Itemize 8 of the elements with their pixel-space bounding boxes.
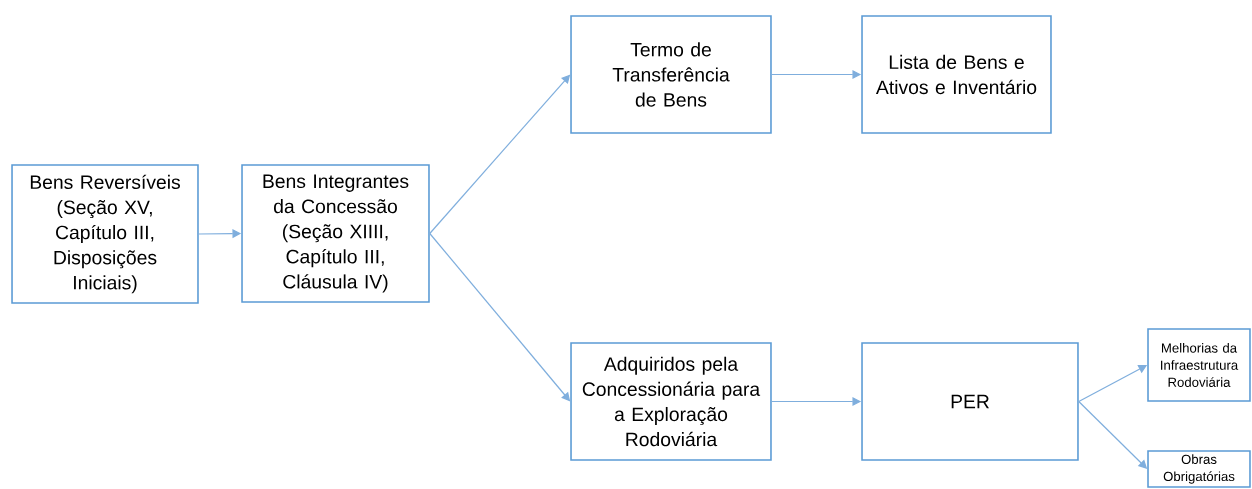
process-box: Adquiridos pela Concessionária para a Exploração Rodoviária <box>570 342 772 461</box>
process-box: Bens Integrantes da Concessão (Seção XIIII, Capítulo III, Cláusula IV) <box>241 164 430 303</box>
process-box: PER <box>861 342 1079 461</box>
process-box: Termo de Transferência de Bens <box>570 15 772 134</box>
process-box: Bens Reversíveis (Seção XV, Capítulo III, Disposições Iniciais) <box>11 164 199 304</box>
process-box: Lista de Bens e Ativos e Inventário <box>861 15 1052 134</box>
process-box: Obras Obrigatórias <box>1147 450 1251 488</box>
process-box: Melhorias da Infraestrutura Rodoviária <box>1147 328 1251 402</box>
